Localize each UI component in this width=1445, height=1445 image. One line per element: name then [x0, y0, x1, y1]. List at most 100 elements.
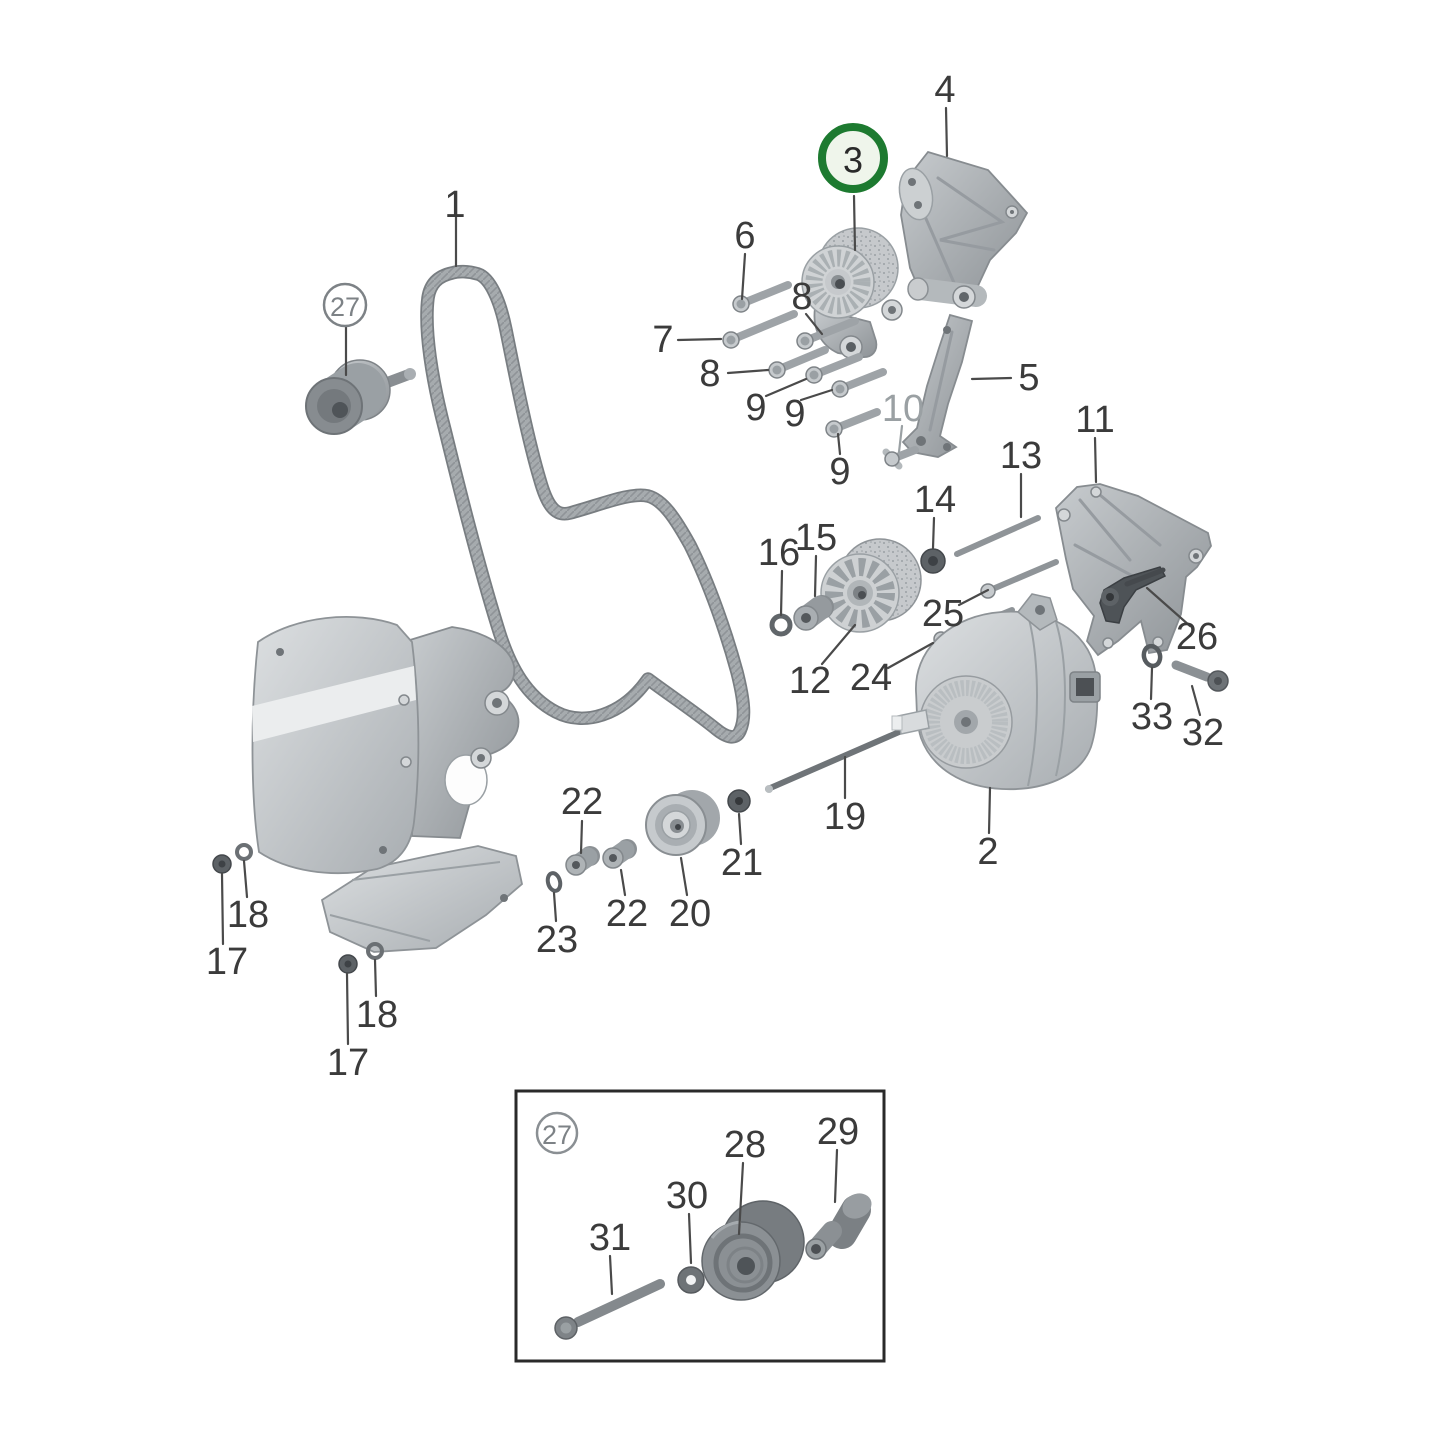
bracket11-hole2 — [1090, 486, 1102, 498]
callout-6[interactable]: 6 — [734, 215, 755, 257]
strut5-rib — [928, 330, 954, 432]
callout-29[interactable]: 29 — [817, 1111, 859, 1153]
leader-12 — [820, 623, 857, 666]
callout-3[interactable]: 3 — [843, 140, 863, 181]
leader-22a — [579, 819, 584, 855]
callout-32[interactable]: 32 — [1182, 712, 1224, 754]
roller-part-28 — [701, 1200, 805, 1301]
callout-16[interactable]: 16 — [758, 532, 800, 574]
callout-25[interactable]: 25 — [922, 593, 964, 635]
tensioning-rod-part-19 — [765, 726, 909, 793]
belt-surface — [421, 266, 749, 742]
mount-foot-ridge — [329, 861, 501, 942]
callout-9a[interactable]: 9 — [745, 387, 766, 429]
spacer-part-22a-bore — [572, 861, 580, 869]
callout-15[interactable]: 15 — [795, 517, 837, 559]
cover-screw4 — [379, 846, 387, 854]
leader-20 — [679, 856, 689, 897]
callout-28[interactable]: 28 — [724, 1124, 766, 1166]
callout-10[interactable]: 10 — [882, 388, 924, 430]
washer-part-23 — [545, 871, 563, 893]
callout-9c[interactable]: 9 — [829, 451, 850, 493]
leader-8a — [804, 312, 824, 336]
callout-22a[interactable]: 22 — [561, 781, 603, 823]
pin-part-32 — [1171, 660, 1229, 692]
washer-part-18b — [366, 942, 384, 960]
callout-26[interactable]: 26 — [1176, 616, 1218, 658]
callout-1[interactable]: 1 — [444, 184, 465, 226]
callout-27-main[interactable]: 27 — [330, 292, 360, 322]
leader-4 — [944, 106, 949, 158]
callout-27-inset[interactable]: 27 — [542, 1120, 572, 1150]
pulley28-ring2 — [726, 1246, 764, 1284]
alternator-part-2 — [891, 593, 1101, 791]
nut-part-21 — [727, 789, 751, 813]
leader-10 — [897, 424, 904, 454]
leader-2 — [987, 786, 992, 835]
callout-30[interactable]: 30 — [666, 1175, 708, 1217]
belt-tensioner-part-3 — [801, 227, 903, 359]
callout-13[interactable]: 13 — [1000, 435, 1042, 477]
leader-9a — [764, 377, 808, 398]
tensioner-boss-hole — [846, 342, 856, 352]
callout-24[interactable]: 24 — [850, 657, 892, 699]
highlight-badge-3[interactable]: 3 — [818, 123, 888, 193]
bracket11-hole3-dot — [1193, 553, 1199, 559]
leader-22b — [619, 868, 627, 897]
bolt-part-25 — [980, 559, 1059, 599]
alternator-connector-inset — [1076, 678, 1094, 696]
pulley28-ring1 — [713, 1233, 773, 1293]
callout-7[interactable]: 7 — [652, 319, 673, 361]
bracket11-body — [1055, 483, 1212, 657]
leader-31 — [608, 1254, 614, 1296]
idler-pulley-part-20 — [645, 790, 720, 856]
callout-18b[interactable]: 18 — [356, 994, 398, 1036]
leader-9c — [836, 432, 842, 456]
callout-12[interactable]: 12 — [789, 660, 831, 702]
spacer29-bore — [811, 1244, 821, 1254]
leader-24 — [886, 641, 935, 670]
tensioner-bore — [835, 279, 845, 289]
pulley12-spokes — [825, 558, 895, 628]
callout-14[interactable]: 14 — [914, 479, 956, 521]
circled-callout-27-main[interactable]: 27 — [322, 282, 368, 328]
callout-21[interactable]: 21 — [721, 842, 763, 884]
bolt31-head-face — [560, 1322, 572, 1334]
callout-18a[interactable]: 18 — [227, 894, 269, 936]
pin32-shaft — [1171, 660, 1212, 682]
callout-5[interactable]: 5 — [1018, 357, 1039, 399]
highlight-ring[interactable] — [818, 123, 888, 193]
callout-17a[interactable]: 17 — [206, 941, 248, 983]
nut-part-17a-bore — [218, 860, 226, 868]
callout-33[interactable]: 33 — [1131, 696, 1173, 738]
circle-27-main[interactable] — [322, 282, 368, 328]
callout-31[interactable]: 31 — [589, 1217, 631, 1259]
circle-27-inset[interactable] — [535, 1111, 579, 1155]
alternator-seam2 — [1055, 621, 1066, 777]
circled-callout-27-inset[interactable]: 27 — [535, 1111, 579, 1155]
callout-4[interactable]: 4 — [934, 69, 955, 111]
callout-11[interactable]: 11 — [1075, 399, 1114, 441]
callout-2[interactable]: 2 — [977, 831, 998, 873]
bracket4-hole-tr-dot — [1010, 210, 1014, 214]
alternator-hub-dot — [961, 717, 971, 727]
strut5-body — [901, 313, 974, 458]
rod19-shaft — [765, 726, 909, 792]
callout-8a[interactable]: 8 — [791, 276, 812, 318]
callout-23[interactable]: 23 — [536, 919, 578, 961]
roller-shaft-tip — [404, 368, 416, 380]
callout-20[interactable]: 20 — [669, 893, 711, 935]
bolt31-shaft — [573, 1279, 665, 1327]
callout-22b[interactable]: 22 — [606, 893, 648, 935]
leader-30 — [687, 1212, 693, 1265]
nut-part-14 — [920, 548, 946, 574]
engine-mount-assembly — [251, 616, 523, 953]
leader-21 — [737, 812, 743, 846]
bolt6-head-face — [736, 299, 746, 309]
callout-9b[interactable]: 9 — [784, 393, 805, 435]
bolt9c-head-face — [829, 424, 839, 434]
callout-19[interactable]: 19 — [824, 796, 866, 838]
callout-17b[interactable]: 17 — [327, 1042, 369, 1084]
callout-8b[interactable]: 8 — [699, 353, 720, 395]
